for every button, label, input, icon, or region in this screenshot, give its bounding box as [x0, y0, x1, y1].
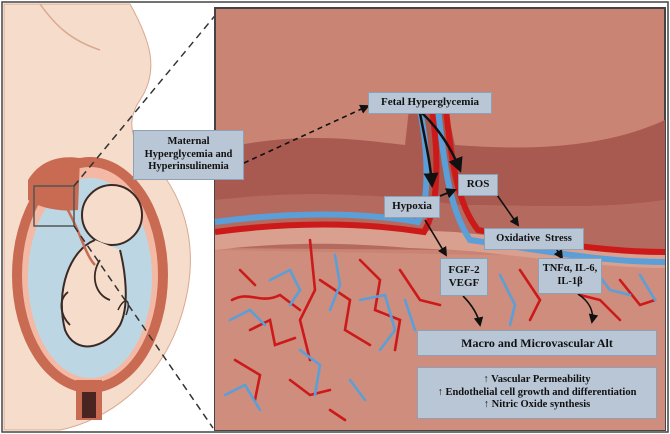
artery-main: [214, 109, 440, 236]
arrow-maternal-to-fetal: [243, 104, 370, 164]
label-ros: ROS: [458, 174, 498, 196]
arrow-hypoxia-to-fgf: [424, 219, 447, 257]
label-cytokines-line-2: IL-1β: [557, 276, 583, 287]
label-cytokines-line-1: TNFα, IL-6,: [542, 263, 598, 275]
arrow-ros-to-oxidative: [496, 194, 520, 227]
mother-chin: [39, 3, 101, 51]
effect-endothelial-growth: ↑ Endothelial cell growth and differenti…: [437, 386, 637, 398]
pathway-arrows: [243, 104, 599, 327]
arrow-hypoxia-to-ros: [439, 188, 458, 199]
arrow-fetal-to-hypoxia: [418, 112, 439, 188]
fetus: [60, 184, 143, 348]
effect-vascular-permeability: ↑ Vascular Permeability: [483, 374, 591, 386]
label-effects: ↑ Vascular Permeability ↑ Endothelial ce…: [417, 367, 657, 419]
vein-main: [214, 109, 430, 226]
zoom-line-bottom: [73, 225, 214, 429]
umbilical-cord: [63, 204, 96, 266]
label-fetal-hyperglycemia: Fetal Hyperglycemia: [368, 92, 492, 114]
label-fgf2: FGF-2: [448, 263, 480, 276]
vein-branch: [435, 109, 666, 265]
zoom-line-top: [73, 11, 219, 187]
label-maternal-line-3: Hyperinsulinemia: [148, 161, 229, 173]
placenta: [28, 157, 80, 211]
label-maternal-line-1: Maternal: [167, 136, 210, 148]
zoom-box: [33, 185, 75, 227]
arrow-cytokines-to-macro: [577, 293, 599, 324]
capillaries-red: [230, 238, 657, 422]
vessel-wall-layer: [215, 100, 665, 207]
pregnancy-illustration: [3, 3, 191, 431]
birth-canal: [82, 392, 96, 418]
label-growth-factors: FGF-2 VEGF: [440, 258, 488, 296]
label-vegf: VEGF: [448, 277, 480, 289]
label-cytokines: TNFα, IL-6, IL-1β: [538, 258, 602, 294]
label-maternal-line-2: Hyperglycemia and: [144, 148, 233, 160]
capillaries-blue: [223, 253, 657, 412]
label-hypoxia: Hypoxia: [384, 196, 440, 218]
label-oxidative-stress: Oxidative Stress: [484, 228, 584, 250]
arrow-fgf-to-macro: [462, 295, 484, 327]
arrow-fetal-to-ros: [421, 112, 463, 173]
effect-nitric-oxide: ↑ Nitric Oxide synthesis: [483, 399, 591, 411]
label-macro-microvascular: Macro and Microvascular Alt: [417, 330, 657, 356]
label-maternal: Maternal Hyperglycemia and Hyperinsuline…: [133, 130, 244, 180]
